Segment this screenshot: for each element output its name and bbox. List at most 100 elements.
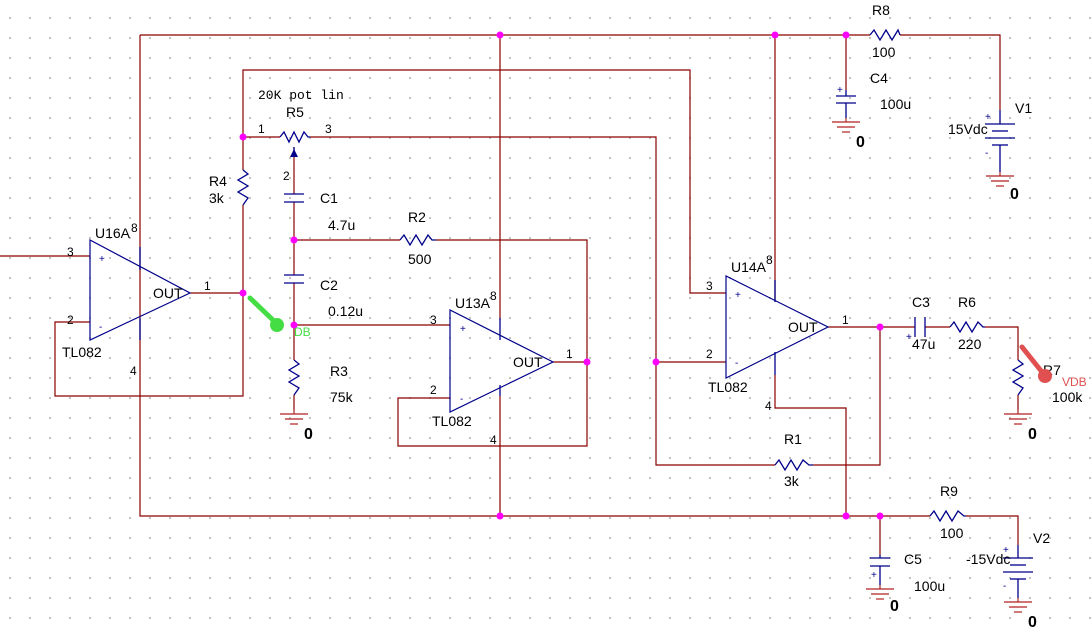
svg-text:15Vdc: 15Vdc xyxy=(948,121,988,137)
svg-text:R8: R8 xyxy=(872,2,890,18)
ground-v1: 0 xyxy=(986,172,1019,203)
u13a-pin-vpos: 8 xyxy=(490,289,497,303)
svg-text:VDB: VDB xyxy=(1062,375,1087,389)
svg-text:20K pot lin: 20K pot lin xyxy=(258,88,344,103)
capacitor-c1: C1 4.7u xyxy=(284,190,355,233)
svg-text:0: 0 xyxy=(304,426,313,443)
u14a-pin-out: 1 xyxy=(842,313,849,327)
u16a-pin-out: 1 xyxy=(204,279,211,293)
svg-text:C2: C2 xyxy=(320,277,338,293)
u13a-model: TL082 xyxy=(432,413,472,429)
svg-text:220: 220 xyxy=(958,336,982,352)
u14a-ref: U14A xyxy=(731,259,767,275)
u13a-ref: U13A xyxy=(455,295,491,311)
svg-text:0.12u: 0.12u xyxy=(328,303,363,319)
resistor-r2: R2 500 xyxy=(399,209,436,267)
svg-text:V2: V2 xyxy=(1033,530,1050,546)
opamp-u14a: + - OUT U14A TL082 3 2 1 8 4 xyxy=(706,253,849,413)
u13a-pin-plus: 3 xyxy=(430,313,437,327)
svg-text:3: 3 xyxy=(325,122,332,136)
u14a-pin-minus: 2 xyxy=(706,347,713,361)
u13a-pin-out: 1 xyxy=(566,347,573,361)
svg-text:+: + xyxy=(837,85,843,96)
svg-text:100: 100 xyxy=(872,44,896,60)
svg-text:100k: 100k xyxy=(1052,389,1083,405)
u16a-ref: U16A xyxy=(95,225,131,241)
resistor-r4: R4 3k xyxy=(209,169,250,206)
svg-text:R5: R5 xyxy=(286,104,304,120)
capacitor-c2: C2 0.12u xyxy=(284,274,363,319)
svg-text:C1: C1 xyxy=(320,190,338,206)
svg-text:47u: 47u xyxy=(912,336,935,352)
wires xyxy=(0,34,1019,555)
svg-text:3k: 3k xyxy=(784,473,800,489)
potentiometer-r5: 20K pot lin R5 1 3 2 xyxy=(258,88,344,183)
svg-text:2: 2 xyxy=(283,169,290,183)
u14a-pin-plus: 3 xyxy=(706,279,713,293)
u14a-out-label: OUT xyxy=(788,319,818,335)
capacitor-c3: + C3 47u xyxy=(906,294,935,352)
ground-r3: 0 xyxy=(280,410,313,443)
u16a-model: TL082 xyxy=(62,344,102,360)
svg-text:75k: 75k xyxy=(330,389,354,405)
svg-text:V1: V1 xyxy=(1015,100,1032,116)
svg-text:R1: R1 xyxy=(784,431,802,447)
voltage-source-v2: + - V2 -15Vdc xyxy=(966,530,1050,598)
ground-r7: 0 xyxy=(1004,410,1037,443)
resistor-r8: R8 100 xyxy=(869,2,901,60)
svg-text:-: - xyxy=(1003,581,1006,592)
capacitor-c4: + C4 100u xyxy=(836,70,911,118)
svg-text:C5: C5 xyxy=(904,551,922,567)
ground-c4: 0 xyxy=(832,118,865,151)
svg-text:R4: R4 xyxy=(209,173,227,189)
u16a-out-label: OUT xyxy=(153,285,183,301)
u14a-model: TL082 xyxy=(708,379,748,395)
resistor-r6: R6 220 xyxy=(949,294,985,352)
u16a-pin-plus: 3 xyxy=(67,245,74,259)
svg-text:3k: 3k xyxy=(209,190,225,206)
svg-text:500: 500 xyxy=(408,251,432,267)
probe-db[interactable]: DB xyxy=(247,295,311,339)
opamp-u16a: + - OUT U16A TL082 3 2 1 8 4 xyxy=(62,221,211,378)
ground-symbols: 0 0 0 0 xyxy=(280,118,1037,631)
svg-text:0: 0 xyxy=(890,598,899,615)
probe-vdb[interactable]: VDB xyxy=(1019,344,1087,389)
svg-text:C3: C3 xyxy=(912,294,930,310)
opamp-u13a: + - OUT U13A TL082 3 2 1 8 4 xyxy=(430,289,573,447)
svg-text:100u: 100u xyxy=(914,578,945,594)
svg-text:+: + xyxy=(99,254,105,265)
svg-text:+: + xyxy=(735,290,741,301)
svg-text:0: 0 xyxy=(1028,426,1037,443)
resistor-r1: R1 3k xyxy=(774,431,813,489)
u14a-pin-vneg: 4 xyxy=(765,399,772,413)
svg-text:-: - xyxy=(735,358,738,369)
svg-text:1: 1 xyxy=(258,122,265,136)
svg-text:C4: C4 xyxy=(870,70,888,86)
u16a-pin-vneg: 4 xyxy=(130,364,137,378)
u13a-out-label: OUT xyxy=(513,354,543,370)
resistor-r3: R3 75k xyxy=(287,359,354,405)
ground-c5: 0 xyxy=(866,585,899,615)
svg-text:4.7u: 4.7u xyxy=(328,217,355,233)
u16a-pin-minus: 2 xyxy=(67,313,74,327)
svg-text:+: + xyxy=(460,324,466,335)
svg-text:-: - xyxy=(985,148,988,159)
u16a-pin-vpos: 8 xyxy=(131,221,138,235)
svg-text:+: + xyxy=(871,570,877,581)
svg-text:DB: DB xyxy=(294,325,311,339)
svg-text:R3: R3 xyxy=(330,363,348,379)
svg-text:R9: R9 xyxy=(940,483,958,499)
svg-text:-: - xyxy=(460,394,463,405)
svg-text:0: 0 xyxy=(856,134,865,151)
svg-text:-: - xyxy=(99,322,102,333)
resistor-r9: R9 100 xyxy=(929,483,966,541)
u13a-pin-minus: 2 xyxy=(430,383,437,397)
svg-text:0: 0 xyxy=(1028,614,1037,631)
svg-text:+: + xyxy=(906,332,912,343)
svg-text:R2: R2 xyxy=(408,209,426,225)
svg-text:100u: 100u xyxy=(880,96,911,112)
svg-text:+: + xyxy=(985,112,991,123)
svg-text:+: + xyxy=(1003,545,1009,556)
